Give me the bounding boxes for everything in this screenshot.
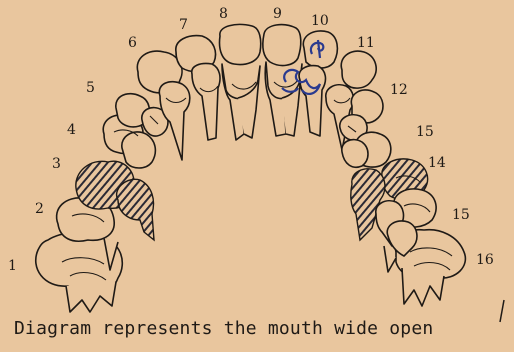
tooth-number-9: 9 [273,6,282,22]
tooth-number-2: 2 [35,201,44,217]
tooth-number-16: 16 [476,252,494,268]
right-molar-16 [384,221,465,306]
tooth-number-15-lower: 15 [452,207,470,223]
tooth-number-11: 11 [357,35,375,51]
tooth-number-12: 12 [390,82,408,98]
central-incisor-8 [220,24,261,140]
tooth-number-6: 6 [128,35,137,51]
tooth-number-7: 7 [179,17,188,33]
tooth-number-10: 10 [311,13,329,29]
tooth-number-5: 5 [86,80,95,96]
tooth-number-8: 8 [219,6,228,22]
tooth-number-3: 3 [52,156,61,172]
tooth-number-4: 4 [67,122,76,138]
tooth-number-15-upper: 15 [416,124,434,140]
tooth-number-1: 1 [8,258,17,274]
tooth-number-14: 14 [428,155,446,171]
diagram-caption: Diagram represents the mouth wide open [14,318,504,339]
